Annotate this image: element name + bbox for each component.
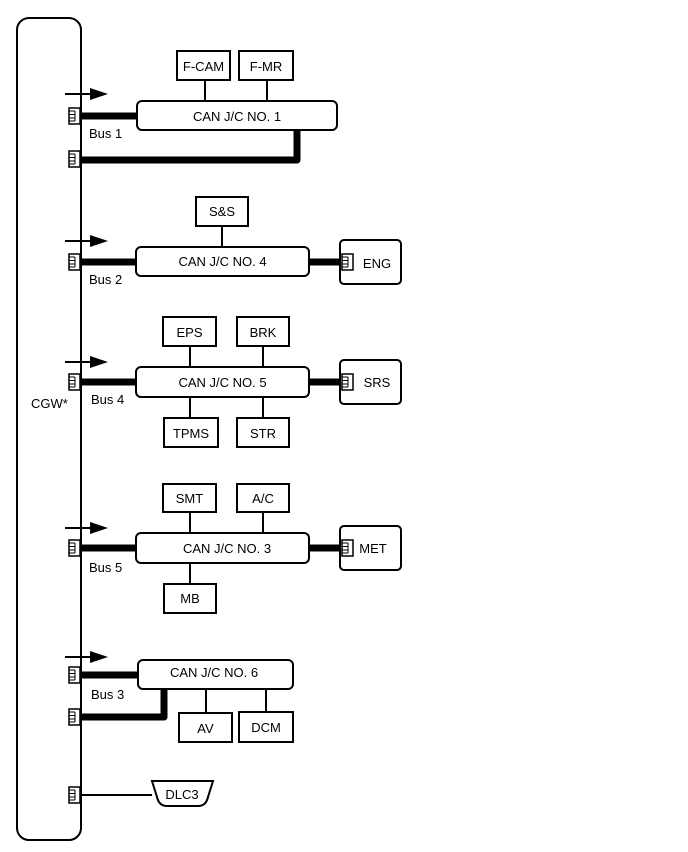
bus-5-group: SMT A/C CAN J/C NO. 3 MB MET Bus 5: [65, 483, 402, 614]
cgw-label: CGW*: [31, 396, 68, 411]
eng-label: ENG: [363, 256, 391, 271]
av-label: AV: [197, 721, 214, 736]
can-jc-no6-label: CAN J/C NO. 6: [170, 665, 258, 680]
met-label: MET: [359, 541, 387, 556]
eps-box: [162, 316, 217, 347]
can-jc-no1-label: CAN J/C NO. 1: [193, 109, 281, 124]
srs-label: SRS: [364, 375, 391, 390]
can-jc-no1-box: [136, 100, 338, 131]
bus-4-label: Bus 4: [91, 392, 124, 407]
bus-1-label: Bus 1: [89, 126, 122, 141]
f-cam-box: [176, 50, 231, 81]
f-cam-label: F-CAM: [183, 59, 224, 74]
met-box: [339, 525, 402, 571]
str-label: STR: [250, 426, 276, 441]
bus-1-group: CAN J/C NO. 1 F-CAM F-MR Bus 1: [65, 50, 338, 168]
bus-4-group: EPS BRK CAN J/C NO. 5 TPMS STR SRS Bus 4: [65, 316, 402, 448]
tpms-box: [163, 417, 219, 448]
can-jc-no5-label: CAN J/C NO. 5: [178, 375, 266, 390]
mb-box: [163, 583, 217, 614]
eng-box: [339, 239, 402, 285]
bus-2-group: S&S CAN J/C NO. 4 ENG Bus 2: [65, 196, 402, 287]
av-box: [178, 712, 233, 743]
dcm-box: [238, 711, 294, 743]
brk-label: BRK: [250, 325, 277, 340]
can-jc-no4-label: CAN J/C NO. 4: [178, 254, 266, 269]
can-jc-no6-box: [137, 659, 294, 690]
brk-box: [236, 316, 290, 347]
can-jc-no3-label: CAN J/C NO. 3: [183, 541, 271, 556]
cgw-box: [16, 17, 82, 841]
str-box: [236, 417, 290, 448]
bus-2-label: Bus 2: [89, 272, 122, 287]
bus-3-group: CAN J/C NO. 6 AV DCM Bus 3: [65, 651, 294, 743]
srs-box: [339, 359, 402, 405]
smt-label: SMT: [176, 491, 204, 506]
tpms-label: TPMS: [173, 426, 209, 441]
bus-3-label: Bus 3: [91, 687, 124, 702]
eps-label: EPS: [176, 325, 202, 340]
ac-label: A/C: [252, 491, 274, 506]
ac-box: [236, 483, 290, 513]
dlc3-label: DLC3: [165, 787, 198, 802]
dcm-label: DCM: [251, 720, 281, 735]
f-mr-box: [238, 50, 294, 81]
dlc3-connector: [150, 780, 215, 807]
s-and-s-label: S&S: [209, 204, 235, 219]
smt-box: [162, 483, 217, 513]
bus-5-label: Bus 5: [89, 560, 122, 575]
f-mr-label: F-MR: [250, 59, 283, 74]
mb-label: MB: [180, 591, 200, 606]
dlc3-group: DLC3: [68, 780, 215, 807]
s-and-s-box: [195, 196, 249, 227]
